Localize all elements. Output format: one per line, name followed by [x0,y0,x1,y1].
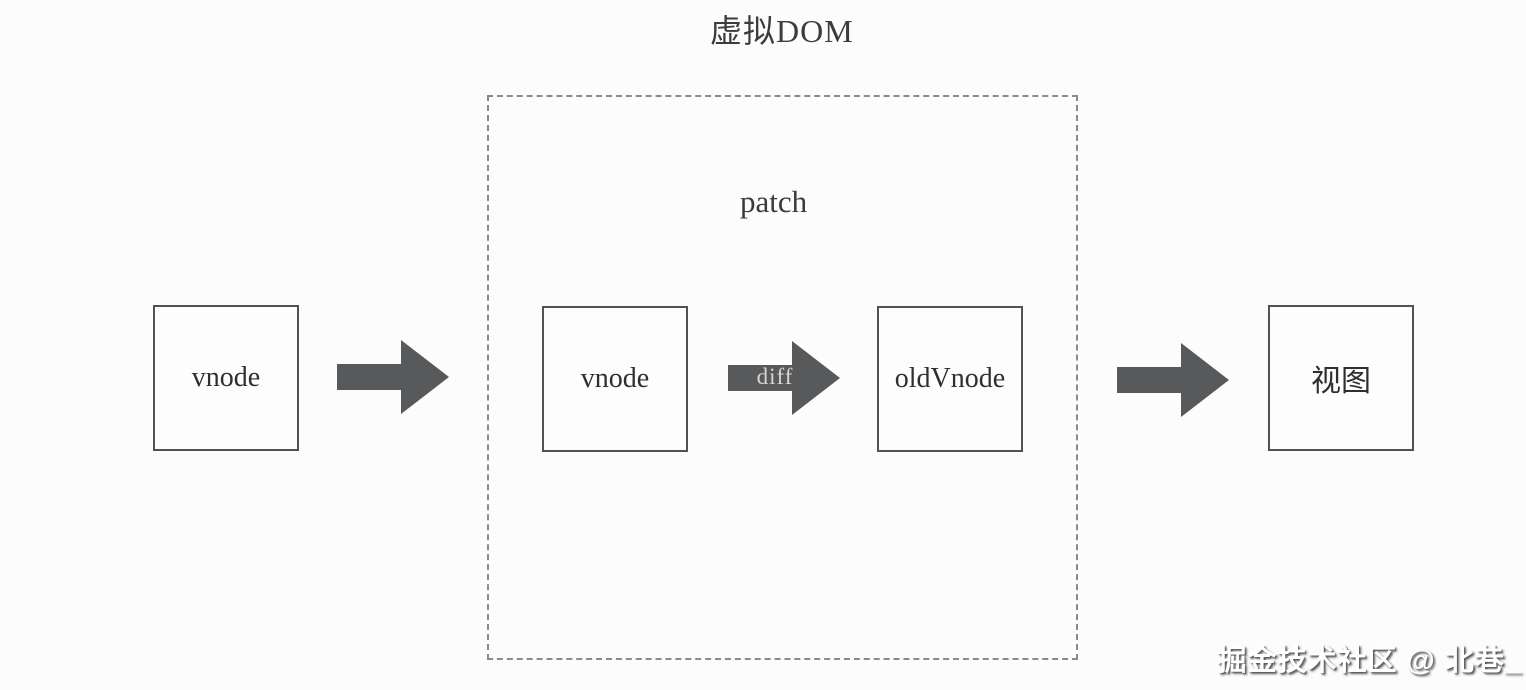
patch-dashed-container [487,95,1078,660]
diagram-title: 虚拟DOM [710,13,854,49]
arrow-right-icon [1117,343,1229,417]
node-view: 视图 [1268,305,1414,451]
node-view-label: 视图 [1311,365,1371,398]
arrow-diff-icon: diff [728,341,840,415]
node-oldvnode: oldVnode [877,306,1023,452]
watermark: 掘金技术社区 @ 北巷_ [1217,645,1522,677]
arrow-right-icon-shape [337,340,449,414]
node-vnode-new: vnode [542,306,688,452]
arrow-right-icon-shape [1117,343,1229,417]
node-oldvnode-label: oldVnode [894,363,1006,394]
node-vnode-source: vnode [153,305,299,451]
node-vnode-source-label: vnode [191,362,261,393]
arrow-right-icon [337,340,449,414]
node-vnode-new-label: vnode [580,363,650,394]
arrow-diff-icon-shape [728,341,840,415]
patch-label: patch [740,184,808,219]
